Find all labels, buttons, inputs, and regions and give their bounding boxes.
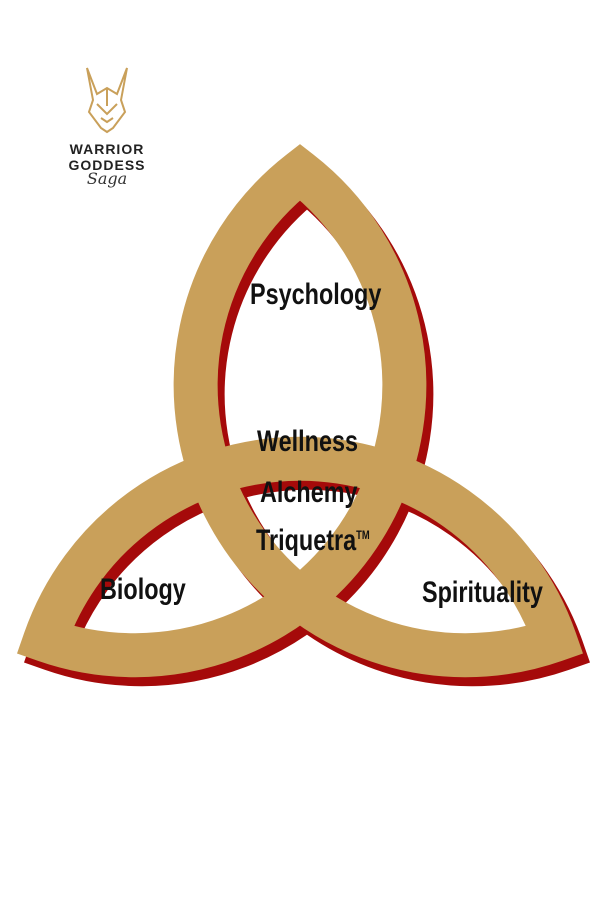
label-triquetra-text: Triquetra	[256, 524, 357, 557]
trademark: TM	[356, 528, 370, 542]
brand-subtitle: Saga	[86, 169, 128, 188]
triquetra-band	[16, 144, 584, 678]
logo: WARRIOR GODDESS Saga	[32, 66, 182, 188]
label-psychology: Psychology	[250, 278, 382, 311]
brand-name: WARRIOR GODDESS	[68, 141, 146, 173]
label-wellness: Wellness	[257, 425, 359, 458]
label-triquetra: TriquetraTM	[256, 524, 370, 558]
label-alchemy: Alchemy	[260, 476, 358, 509]
lynx-goddess-icon	[86, 67, 128, 134]
label-spirituality: Spirituality	[422, 576, 543, 609]
label-biology: Biology	[100, 573, 186, 606]
